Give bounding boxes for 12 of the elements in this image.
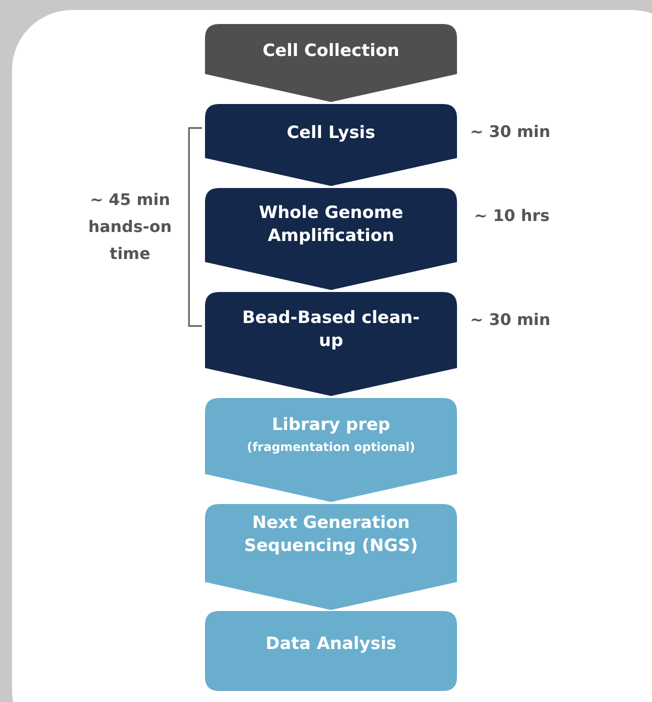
step-note: (fragmentation optional)	[246, 439, 416, 455]
step-title: Bead-Based clean-up	[241, 307, 421, 353]
hands-on-time-label: ~ 45 min hands-on time	[87, 189, 173, 265]
step-title: Data Analysis	[264, 633, 398, 656]
step-title: Whole Genome Amplification	[258, 202, 404, 248]
duration-label: ~ 30 min	[470, 122, 550, 141]
step-title: Cell Collection	[262, 40, 400, 63]
step-title: Cell Lysis	[286, 122, 376, 145]
duration-label: ~ 10 hrs	[474, 206, 550, 225]
step-title: Library prep	[270, 414, 392, 437]
duration-label: ~ 30 min	[470, 310, 550, 329]
step-title: Next Generation Sequencing (NGS)	[243, 512, 419, 558]
